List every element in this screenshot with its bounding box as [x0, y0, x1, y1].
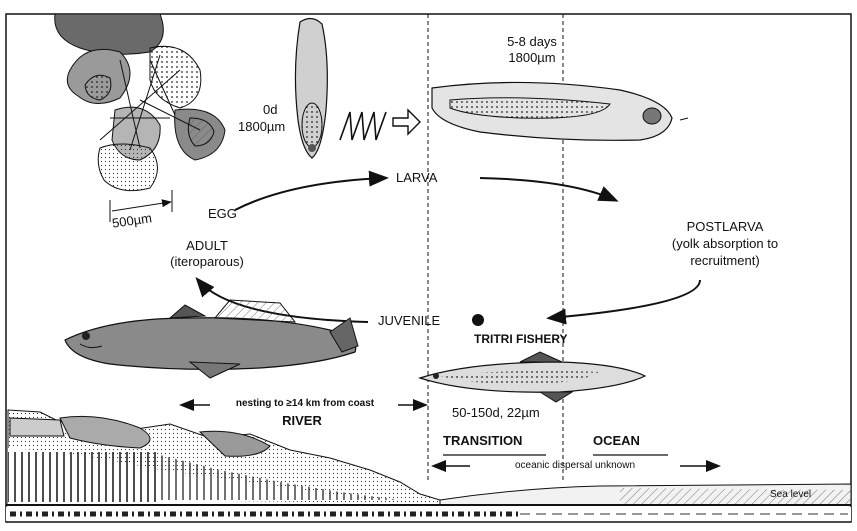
- seafloor-strip: [6, 507, 851, 521]
- arrow-larva-to-postlarva: [480, 178, 615, 200]
- hollow-arrow: [393, 110, 420, 134]
- transition-zone-label: TRANSITION: [443, 434, 522, 448]
- juvenile-age-size-label: 50-150d, 22µm: [452, 406, 540, 420]
- larva-size-label: 1800µm: [492, 51, 572, 65]
- dispersal-label: oceanic dispersal unknown: [470, 461, 680, 472]
- arrow-postlarva-to-juvenile: [550, 280, 700, 318]
- egg-stage-label: EGG: [208, 207, 237, 221]
- hatchling-illustration: [295, 18, 327, 158]
- arrow-egg-to-larva: [235, 178, 385, 210]
- fishery-label: TRITRI FISHERY: [474, 333, 568, 346]
- terrain-profile: [8, 410, 440, 505]
- river-zone-label: RIVER: [262, 414, 342, 428]
- larva-illustration: [432, 82, 688, 140]
- juvenile-dot: [472, 314, 484, 326]
- ocean-zone-label: OCEAN: [593, 434, 640, 448]
- sea-level-label: Sea level: [770, 490, 811, 501]
- postlarva-stage-sub1: (yolk absorption to: [642, 237, 808, 251]
- nesting-label: nesting to ≥14 km from coast: [210, 399, 400, 410]
- adult-stage-sub: (iteroparous): [147, 255, 267, 269]
- juvenile-fish-illustration: [420, 352, 645, 402]
- hatch-age-label: 0d: [263, 103, 277, 117]
- egg-cluster-illustration: [55, 14, 225, 191]
- larva-stage-label: LARVA: [396, 171, 437, 185]
- cycle-arrows: [198, 178, 700, 322]
- adult-stage-label: ADULT: [152, 239, 262, 253]
- postlarva-stage-sub2: recruitment): [642, 254, 808, 268]
- growth-zigzag-symbol: [340, 112, 386, 140]
- juvenile-stage-label: JUVENILE: [378, 314, 440, 328]
- adult-goby-illustration: [65, 300, 358, 378]
- hatch-size-label: 1800µm: [238, 120, 285, 134]
- postlarva-stage-label: POSTLARVA: [655, 220, 795, 234]
- larva-age-label: 5-8 days: [492, 35, 572, 49]
